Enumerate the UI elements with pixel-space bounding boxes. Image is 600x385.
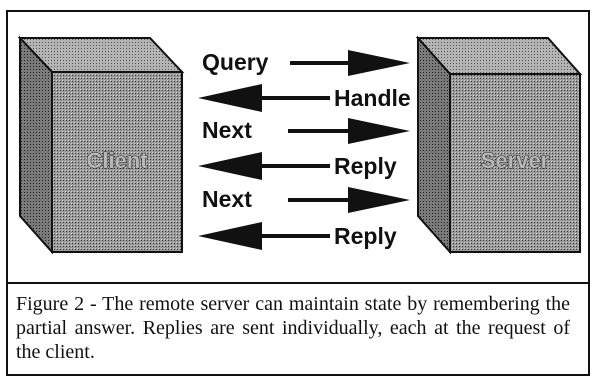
client-label: Client	[86, 148, 148, 173]
server-label: Server	[481, 148, 550, 173]
message-1: Query	[202, 49, 410, 76]
message-label: Handle	[334, 85, 411, 111]
message-5: Next	[202, 186, 410, 213]
message-label: Reply	[334, 153, 397, 179]
caption-divider	[8, 282, 588, 284]
server-box: Server	[415, 35, 583, 255]
message-6: Reply	[198, 222, 397, 250]
message-label: Query	[202, 49, 269, 75]
message-label: Next	[202, 186, 252, 212]
arrow-left-icon	[198, 222, 262, 250]
message-3: Next	[202, 117, 410, 144]
arrow-left-icon	[198, 84, 262, 112]
client-box-front	[51, 71, 183, 253]
message-4: Reply	[198, 152, 397, 180]
message-2: Handle	[198, 84, 411, 112]
client-box: Client	[17, 35, 185, 255]
message-label: Next	[202, 117, 252, 143]
arrow-left-icon	[198, 152, 262, 180]
server-box-side	[417, 35, 451, 255]
server-box-front	[449, 73, 581, 253]
message-label: Reply	[334, 223, 397, 249]
arrow-right-icon	[348, 50, 410, 76]
arrow-right-icon	[348, 118, 410, 144]
figure-caption: Figure 2 - The remote server can maintai…	[16, 293, 570, 363]
arrow-right-icon	[348, 187, 410, 213]
client-box-side	[19, 35, 53, 255]
